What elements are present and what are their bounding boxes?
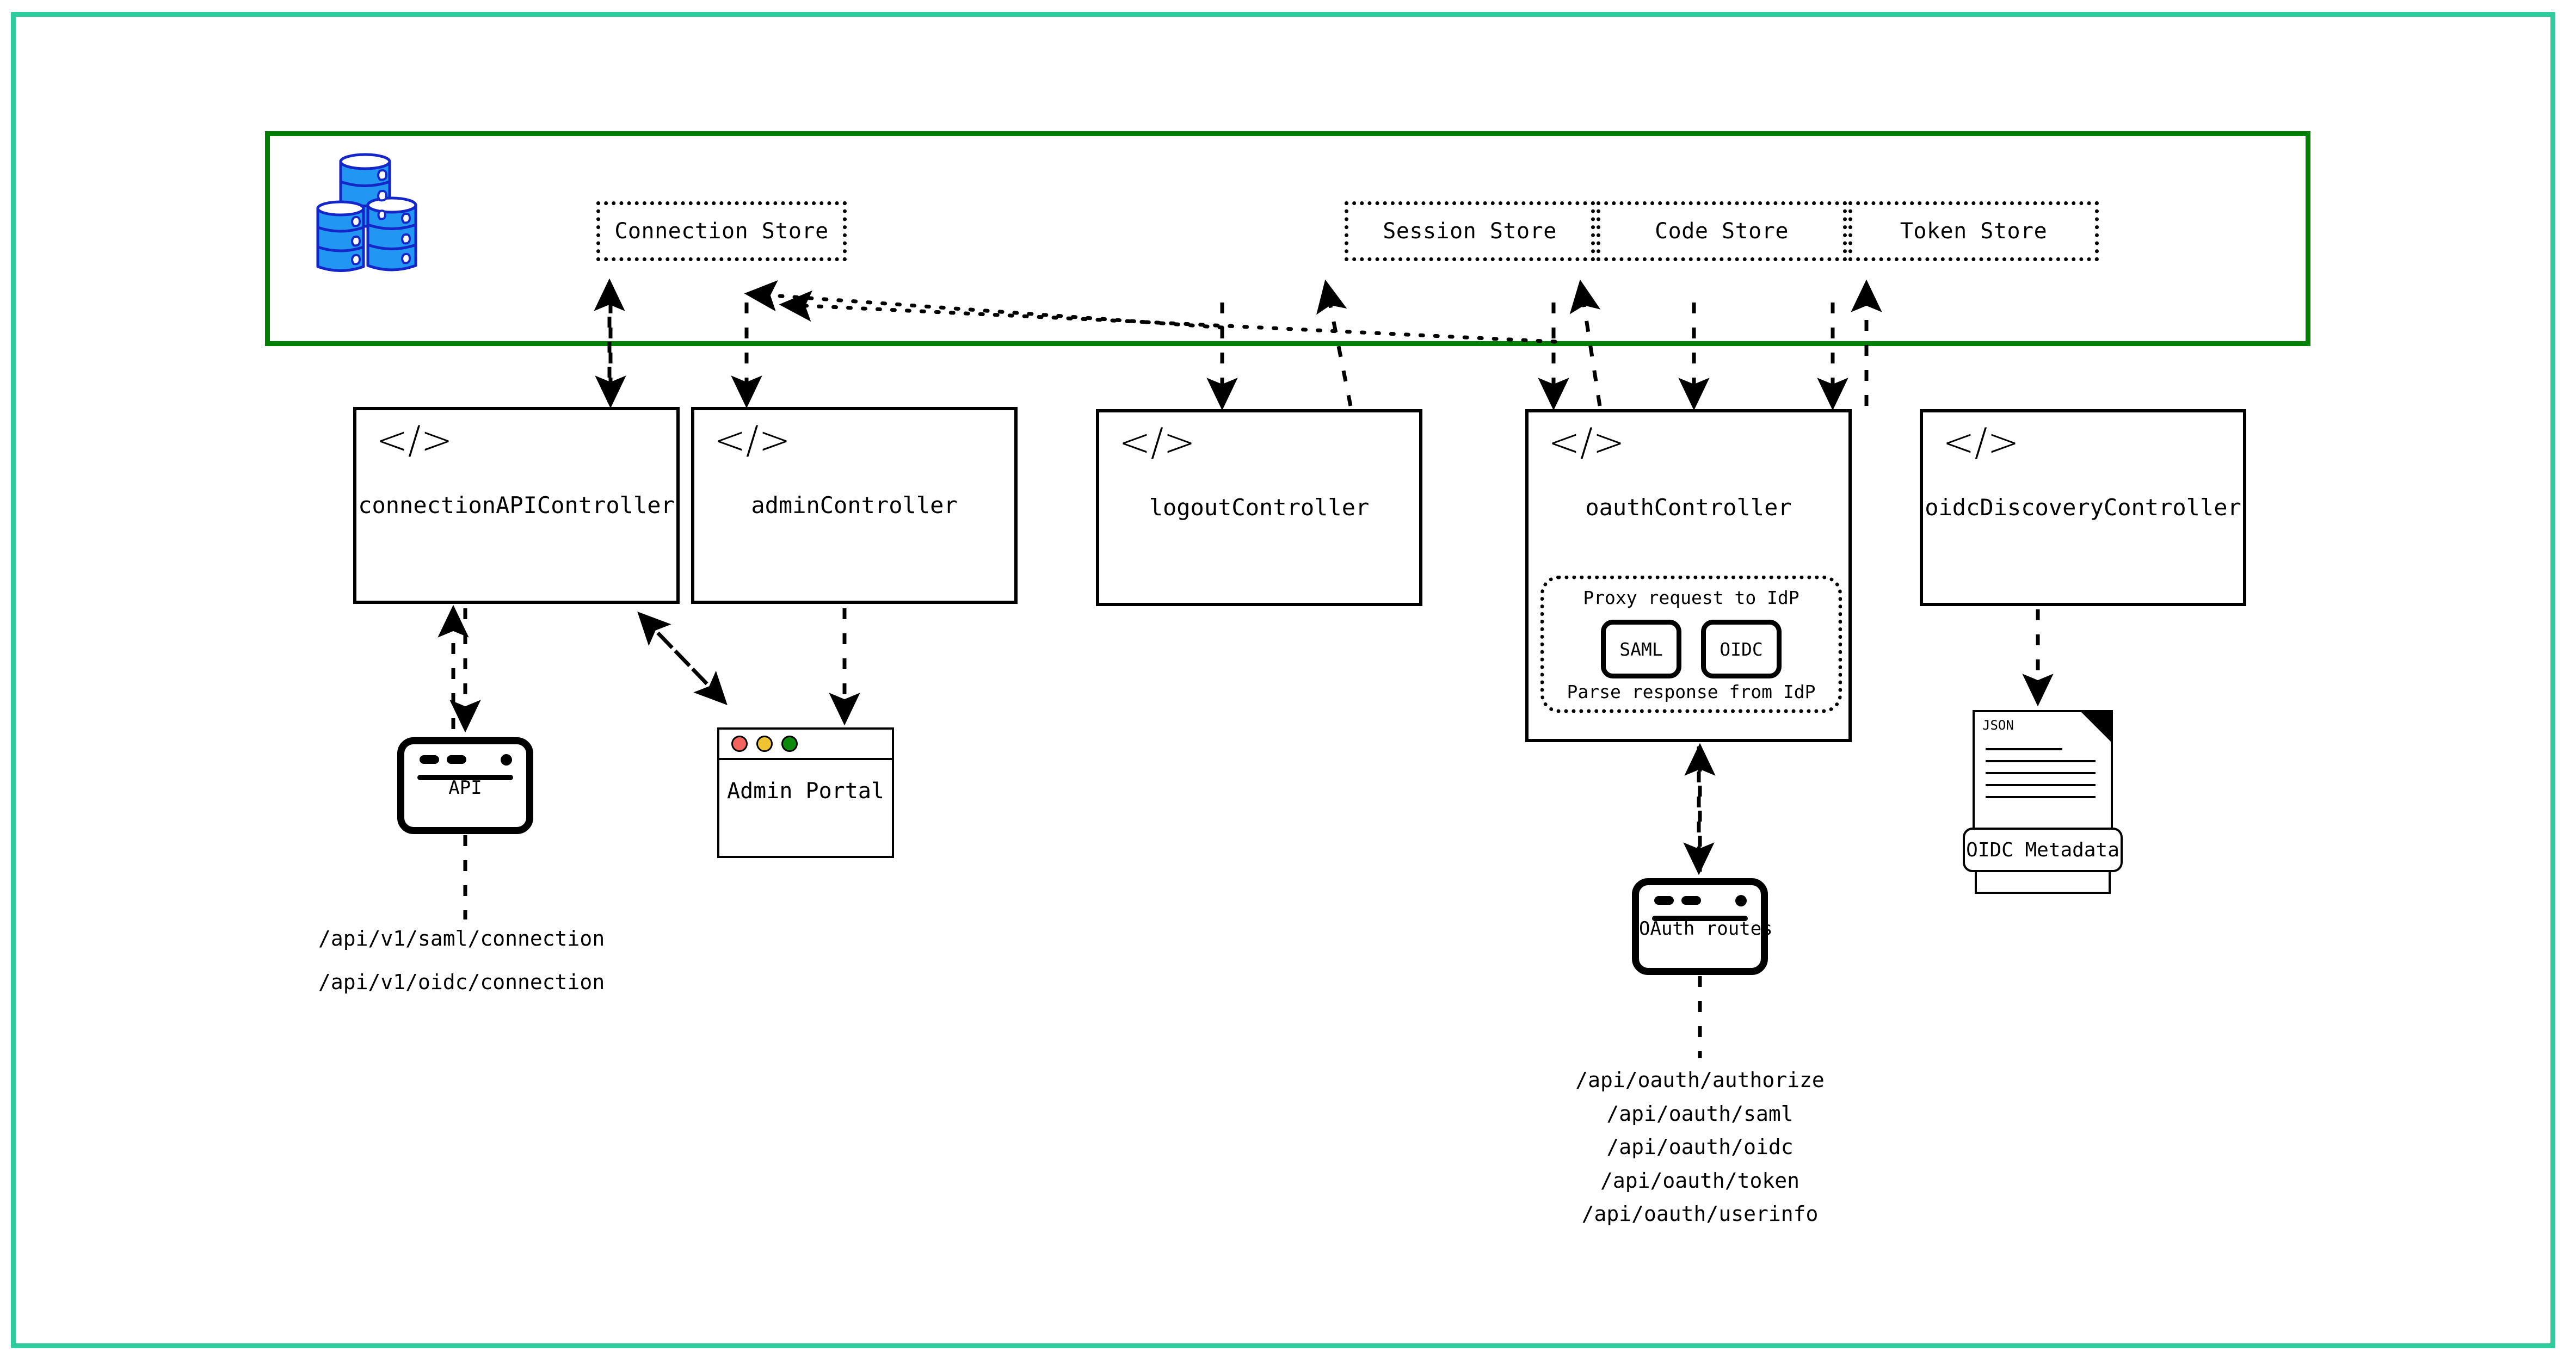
controller-label: oidcDiscoveryController	[1925, 494, 2241, 521]
endpoint-item: /api/oauth/authorize	[1575, 1068, 1825, 1092]
controller-label: connectionAPIController	[358, 492, 675, 519]
controller-admin-controller[interactable]: </> adminController	[691, 407, 1018, 604]
node-admin-portal[interactable]: Admin Portal	[717, 727, 894, 858]
node-api-label: API	[448, 777, 482, 799]
outer-frame	[11, 12, 2555, 1348]
store-session-store[interactable]: Session Store	[1345, 201, 1595, 261]
document-text-lines	[1986, 748, 2096, 808]
node-api[interactable]: API	[397, 737, 533, 834]
parse-response-label: Parse response from IdP	[1567, 681, 1816, 702]
traffic-light-yellow-icon	[756, 736, 773, 752]
window-control-bar-left	[420, 755, 439, 764]
database-stack-icon	[308, 147, 444, 272]
node-oidc-metadata[interactable]: JSON OIDC Metadata	[1963, 710, 2130, 900]
traffic-light-green-icon	[781, 736, 798, 752]
code-icon: </>	[1943, 420, 2019, 465]
datastore-zone: Connection Store Session Store Code Stor…	[265, 131, 2310, 346]
oauth-endpoints: /api/oauth/authorize /api/oauth/saml /ap…	[1504, 1064, 1896, 1231]
window-control-bar-left	[1654, 896, 1674, 905]
json-tag-label: JSON	[1982, 718, 2014, 733]
store-token-store-label: Token Store	[1900, 219, 2048, 244]
endpoint-item: /api/oauth/userinfo	[1581, 1202, 1819, 1226]
oidc-button[interactable]: OIDC	[1701, 620, 1782, 678]
endpoint-item: /api/oauth/oidc	[1606, 1135, 1794, 1159]
saml-button[interactable]: SAML	[1601, 620, 1681, 678]
window-control-bar-right	[1681, 896, 1701, 905]
window-divider	[417, 775, 513, 780]
proxy-request-label: Proxy request to IdP	[1583, 587, 1799, 608]
controller-label: logoutController	[1149, 494, 1370, 521]
json-document-icon: JSON	[1973, 710, 2113, 872]
store-code-store[interactable]: Code Store	[1597, 201, 1847, 261]
window-title-bar	[719, 730, 892, 760]
store-session-store-label: Session Store	[1383, 219, 1557, 244]
controller-logout-controller[interactable]: </> logoutController	[1096, 409, 1422, 606]
window-control-bar-right	[447, 755, 466, 764]
window-control-dot	[1735, 895, 1747, 906]
endpoint-item: /api/oauth/token	[1600, 1168, 1800, 1193]
node-oauth-routes-label: OAuth routes	[1639, 918, 1773, 940]
code-icon: </>	[1119, 420, 1195, 465]
controller-oidc-discovery-controller[interactable]: </> oidcDiscoveryController	[1920, 409, 2246, 606]
store-token-store[interactable]: Token Store	[1848, 201, 2099, 261]
traffic-light-red-icon	[731, 736, 748, 752]
node-oauth-routes[interactable]: OAuth routes	[1632, 878, 1773, 975]
endpoint-item: /api/v1/saml/connection	[318, 927, 605, 951]
node-admin-portal-label: Admin Portal	[727, 779, 884, 804]
controller-oauth-controller[interactable]: </> oauthController Proxy request to IdP…	[1525, 409, 1852, 742]
proxy-group: Proxy request to IdP SAML OIDC Parse res…	[1540, 576, 1842, 713]
controller-label: adminController	[751, 492, 958, 519]
code-icon: </>	[714, 418, 791, 462]
store-code-store-label: Code Store	[1655, 219, 1789, 244]
controller-connection-api-controller[interactable]: </> connectionAPIController	[353, 407, 680, 604]
store-connection-store-label: Connection Store	[614, 219, 829, 244]
window-control-dot	[501, 754, 512, 766]
page-fold-icon	[2079, 710, 2113, 744]
node-oidc-metadata-label: OIDC Metadata	[1963, 828, 2123, 872]
endpoint-item: /api/oauth/saml	[1606, 1101, 1794, 1126]
code-icon: </>	[376, 418, 453, 462]
code-icon: </>	[1548, 420, 1625, 465]
controller-label: oauthController	[1585, 494, 1792, 521]
connection-api-endpoints: /api/v1/saml/connection /api/v1/oidc/con…	[318, 922, 710, 999]
store-connection-store[interactable]: Connection Store	[596, 201, 847, 261]
endpoint-item: /api/v1/oidc/connection	[318, 970, 605, 994]
window-divider	[1652, 916, 1748, 921]
